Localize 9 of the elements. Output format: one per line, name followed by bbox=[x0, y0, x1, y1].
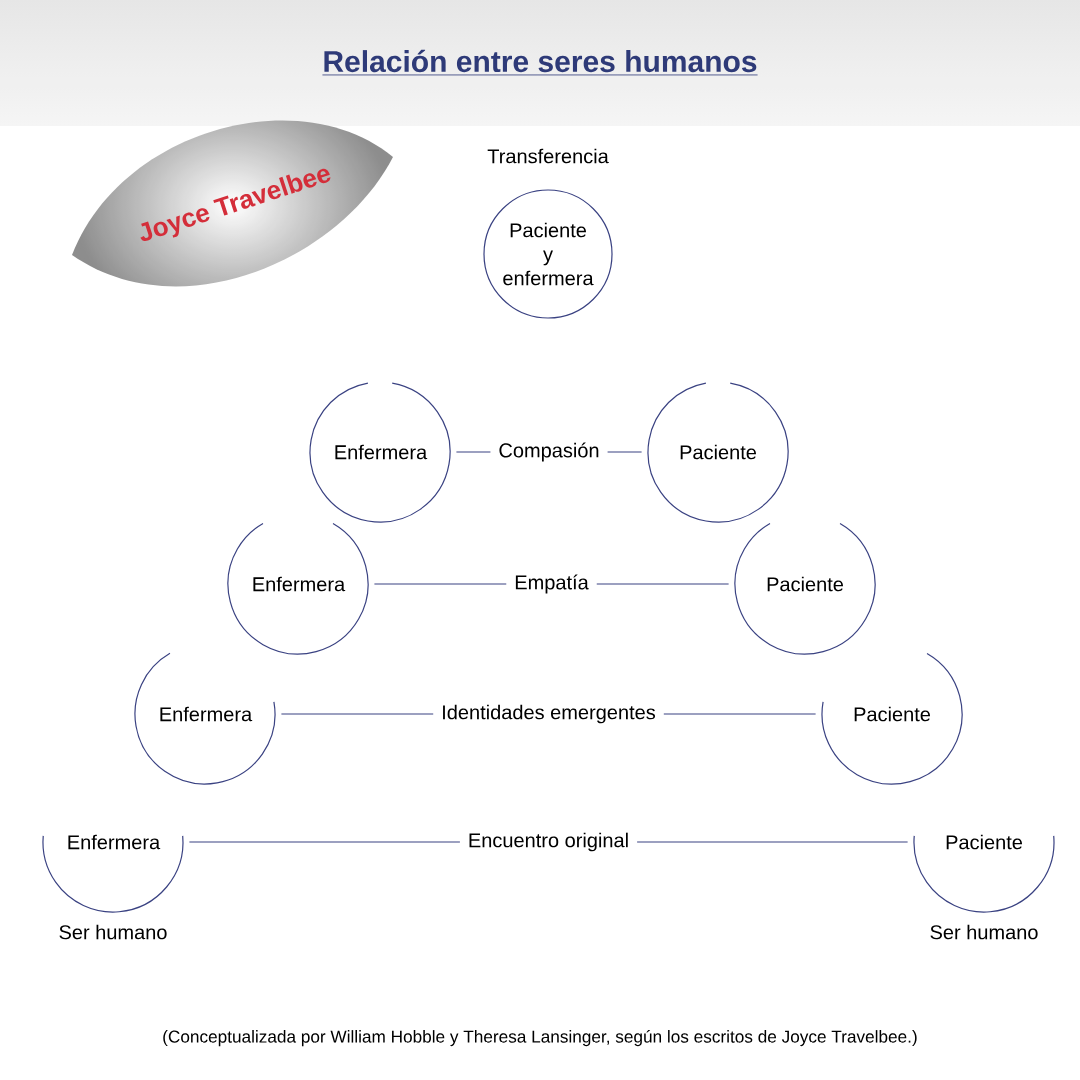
circle-caption: Ser humano bbox=[59, 924, 167, 940]
caption: (Conceptualizada por William Hobble y Theresa Lansinger, según los escritos de Joyce Travelbee.) bbox=[163, 1029, 917, 1047]
circle-heading: Transferencia bbox=[487, 148, 609, 164]
edge-label: Empatía bbox=[506, 567, 597, 601]
title: Relación entre seres humanos bbox=[322, 49, 758, 76]
edge-label: Compasión bbox=[490, 435, 608, 469]
edge-label: Identidades emergentes bbox=[433, 698, 664, 730]
circle-caption: Ser humano bbox=[930, 924, 1038, 940]
edge-label: Encuentro original bbox=[459, 826, 638, 858]
